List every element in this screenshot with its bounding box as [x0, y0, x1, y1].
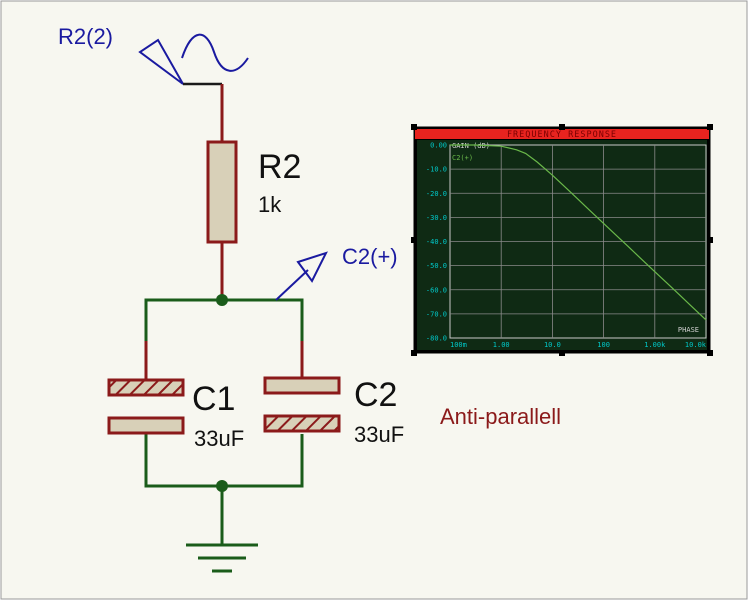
resistor-value: 1k [258, 192, 282, 217]
c1-plate-negative [107, 416, 185, 435]
sine-wave-icon [181, 33, 249, 72]
y-tick-label: -10.0 [426, 166, 447, 174]
y-tick-label: -70.0 [426, 310, 447, 318]
note-text: Anti-parallell [440, 404, 561, 429]
resistor-ref: R2 [258, 148, 301, 186]
gain-trace-line [450, 144, 707, 321]
y-tick-label: -80.0 [426, 335, 447, 343]
resistor-body[interactable] [206, 140, 238, 244]
probe-stem [275, 269, 309, 301]
frequency-response-graph[interactable]: FREQUENCY RESPONSE 0.00 -10.0 -20.0 -30.0 -4… [411, 124, 713, 356]
generator-label: R2(2) [58, 24, 113, 49]
y-tick-label: -30.0 [426, 214, 447, 222]
graph-phase-label: PHASE [678, 326, 699, 334]
graph-x-ticks: 100m 1.00 10.0 100 1.00k 10.0k [450, 341, 707, 349]
y-tick-label: -40.0 [426, 238, 447, 246]
probe-arrow-icon [296, 251, 328, 283]
x-tick-label: 1.00k [644, 341, 666, 349]
junction-dot-bottom [216, 480, 228, 492]
c1-value: 33uF [194, 426, 244, 451]
c2-ref: C2 [354, 376, 397, 414]
c1-plate-positive [107, 378, 185, 397]
junction-dot-top [216, 294, 228, 306]
x-tick-label: 10.0k [685, 341, 707, 349]
graph-y-axis-label: GAIN (dB) [452, 142, 490, 150]
c2-value: 33uF [354, 422, 404, 447]
graph-y-ticks: 0.00 -10.0 -20.0 -30.0 -40.0 -50.0 -60.0 -70.0 -… [426, 142, 447, 343]
x-tick-label: 100 [597, 341, 610, 349]
graph-grid [449, 144, 707, 339]
graph-plot-background [417, 140, 707, 350]
x-tick-label: 100m [450, 341, 467, 349]
probe-label: C2(+) [342, 244, 398, 269]
y-tick-label: -50.0 [426, 262, 447, 270]
graph-title-bar [415, 129, 709, 139]
y-tick-label: 0.00 [430, 142, 447, 150]
c2-plate-negative [263, 376, 341, 395]
generator-arrow-icon [138, 38, 184, 85]
graph-selection-handles[interactable] [411, 124, 713, 356]
x-tick-label: 1.00 [493, 341, 510, 349]
capacitor-c2[interactable] [263, 376, 341, 433]
generator[interactable] [138, 33, 249, 86]
ground-icon [186, 543, 258, 573]
graph-trace-label: C2(+) [452, 154, 473, 162]
capacitor-c1[interactable] [107, 378, 185, 435]
y-tick-label: -60.0 [426, 286, 447, 294]
graph-title: FREQUENCY RESPONSE [507, 130, 617, 140]
y-tick-label: -20.0 [426, 190, 447, 198]
c2-plate-positive [263, 414, 341, 433]
x-tick-label: 10.0 [544, 341, 561, 349]
probe[interactable] [275, 251, 328, 301]
c1-ref: C1 [192, 380, 235, 418]
